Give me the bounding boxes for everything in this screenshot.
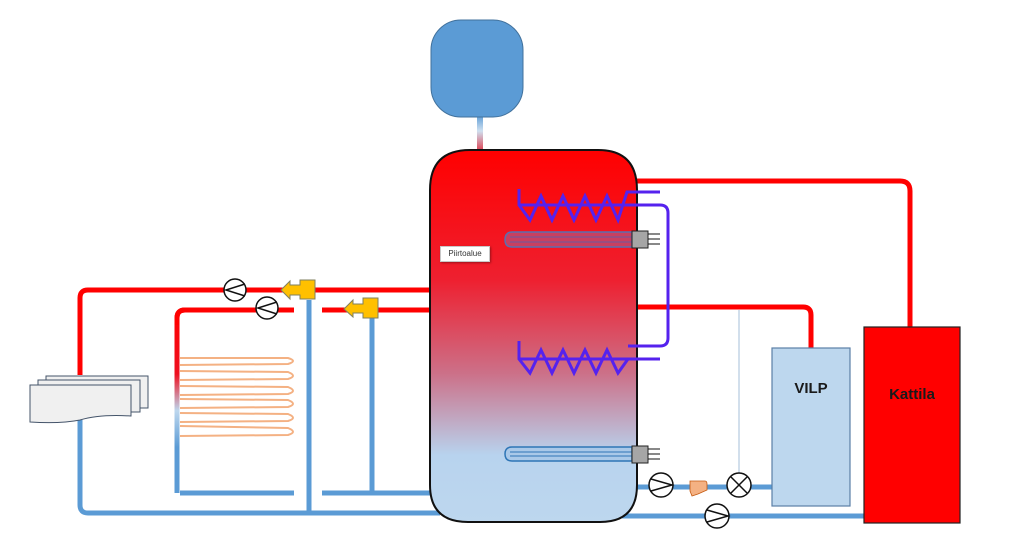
floor-mixing-valve bbox=[343, 297, 379, 319]
vilp-supply-pipe bbox=[636, 304, 814, 348]
expansion-tank-stem bbox=[477, 115, 483, 155]
upper-solar-coil bbox=[517, 189, 670, 348]
kattila-unit bbox=[863, 326, 961, 524]
radiator-pump bbox=[223, 278, 247, 302]
kattila-supply-pipe bbox=[636, 178, 913, 328]
expansion-tank bbox=[430, 19, 524, 118]
kattila-pump bbox=[704, 503, 731, 529]
floor-pump bbox=[255, 296, 279, 320]
radiator-mixing-valve bbox=[280, 279, 316, 301]
shutoff-valve bbox=[726, 472, 752, 498]
lower-electric-heater bbox=[504, 445, 660, 464]
kattila-label: Kattila bbox=[889, 386, 935, 403]
vilp-label: VILP bbox=[794, 380, 828, 397]
strainer bbox=[689, 480, 708, 497]
radiator-supply-pipe bbox=[77, 287, 432, 375]
vilp-pump bbox=[648, 472, 675, 498]
radiator bbox=[29, 375, 149, 424]
upper-electric-heater bbox=[504, 230, 660, 249]
floor-supply-pipe-top bbox=[174, 307, 294, 325]
tank-label: Piirtoalue bbox=[440, 246, 490, 262]
vilp-unit bbox=[771, 347, 851, 507]
lower-solar-coil bbox=[517, 341, 660, 377]
floor-heating-coil bbox=[179, 357, 294, 437]
floor-supply-pipe bbox=[174, 307, 294, 493]
radiator-return-pipe bbox=[77, 420, 440, 516]
